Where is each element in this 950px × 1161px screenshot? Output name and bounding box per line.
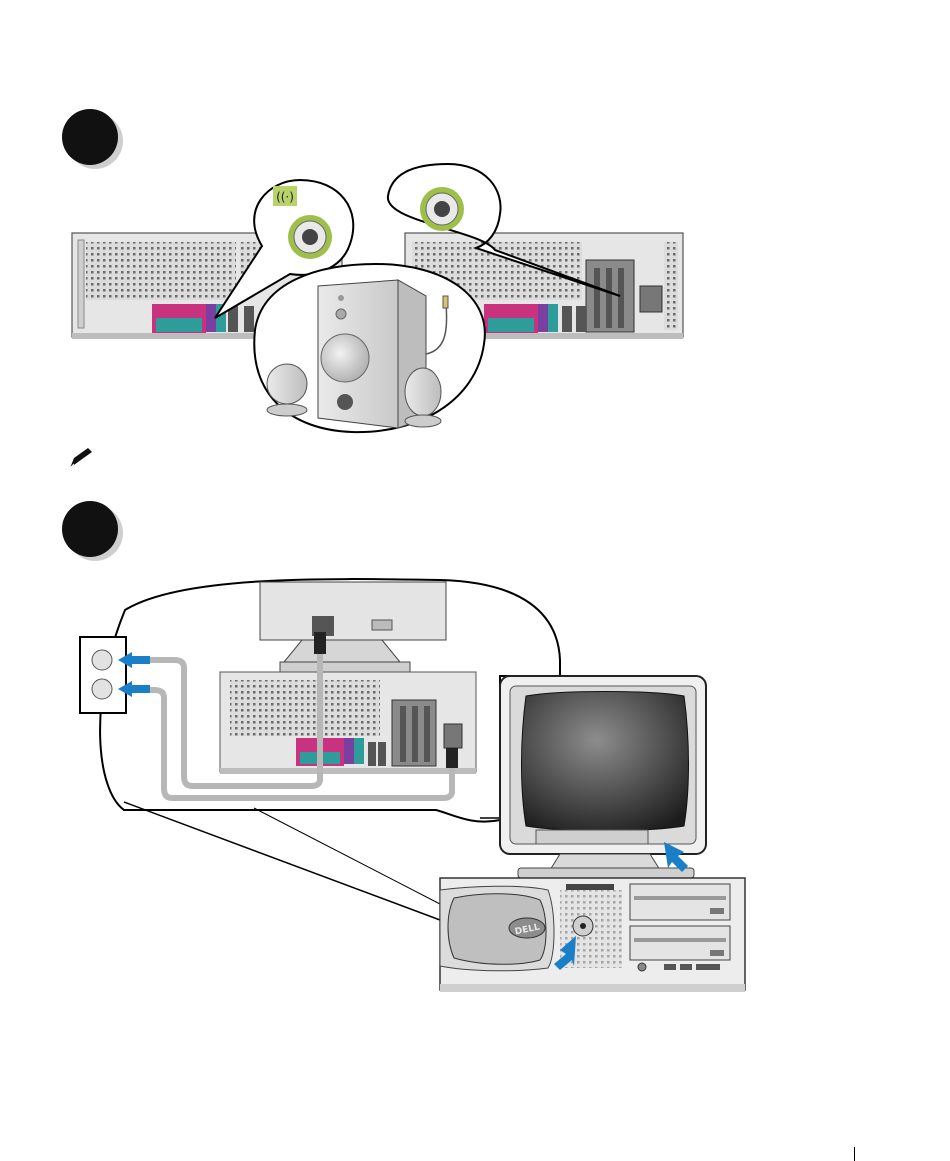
svg-text:((·): ((·) xyxy=(276,190,294,204)
monitor-screen xyxy=(522,692,689,831)
speakers-callout xyxy=(254,264,485,432)
satellite-speaker-right xyxy=(405,368,441,427)
computer-power-port xyxy=(444,724,462,748)
step-1-badge xyxy=(62,109,123,169)
power-connector xyxy=(640,286,662,312)
step-2-badge xyxy=(62,501,123,561)
floppy-drive xyxy=(566,884,614,890)
monitor-front xyxy=(500,676,706,878)
page-edge-rule xyxy=(854,1147,855,1161)
satellite-speaker-left xyxy=(267,364,307,416)
computer-front: DELL xyxy=(440,878,745,992)
computer-rear-step2 xyxy=(220,672,476,774)
wall-outlet xyxy=(80,637,126,713)
optical-drive-1 xyxy=(630,884,730,920)
serial-ports xyxy=(156,318,202,332)
pencil-note-icon xyxy=(66,448,92,470)
power-connections-callout xyxy=(80,579,560,920)
